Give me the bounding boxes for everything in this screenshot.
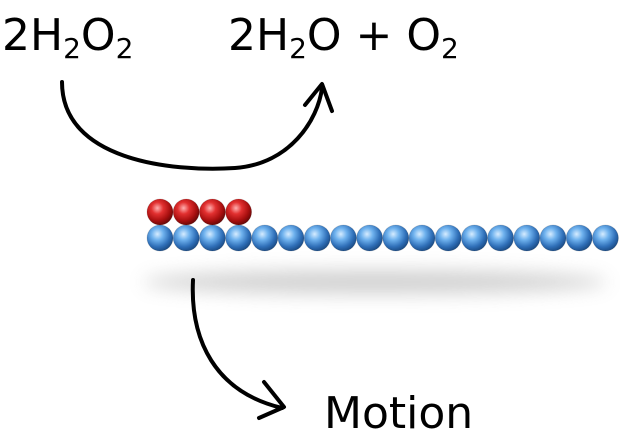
reaction-arrow: [60, 80, 334, 171]
blue-sphere: [565, 224, 593, 252]
blue-sphere: [487, 224, 515, 252]
blue-sphere: [303, 224, 331, 252]
rod-bottom-row: [146, 224, 619, 252]
blue-sphere: [172, 224, 200, 252]
blue-sphere: [329, 224, 357, 252]
blue-sphere: [408, 224, 436, 252]
blue-sphere: [539, 224, 567, 252]
blue-sphere: [251, 224, 279, 252]
blue-sphere: [198, 224, 226, 252]
motion-label: Motion: [324, 388, 474, 439]
blue-sphere: [513, 224, 541, 252]
blue-sphere: [225, 224, 253, 252]
rod-shadow: [143, 270, 607, 294]
blue-sphere: [434, 224, 462, 252]
blue-sphere: [382, 224, 410, 252]
rod-top-row: [146, 198, 253, 226]
red-sphere: [198, 198, 226, 226]
red-sphere: [146, 198, 174, 226]
blue-sphere: [592, 224, 619, 252]
products-formula: 2H2O + O2: [228, 10, 459, 65]
blue-sphere: [356, 224, 384, 252]
red-sphere: [172, 198, 200, 226]
motion-arrow: [190, 278, 286, 420]
blue-sphere: [146, 224, 174, 252]
blue-sphere: [277, 224, 305, 252]
red-sphere: [225, 198, 253, 226]
blue-sphere: [460, 224, 488, 252]
reactant-formula: 2H2O2: [2, 10, 134, 65]
